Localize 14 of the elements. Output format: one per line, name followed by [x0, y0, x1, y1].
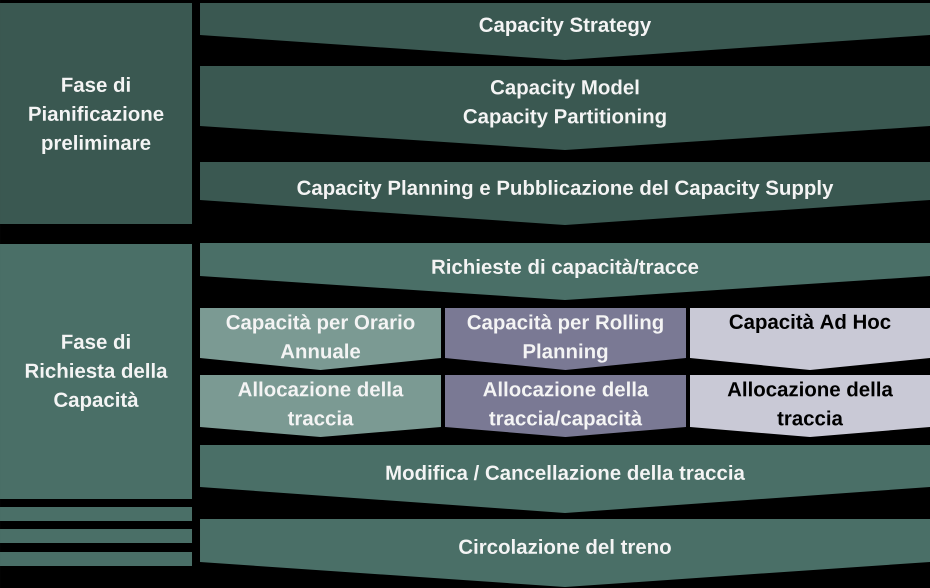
phase-box: Fase di Pianificazione preliminare: [0, 3, 192, 224]
stripe-bar: [0, 507, 192, 521]
chevron-band: Circolazione del treno: [200, 519, 930, 587]
chevron-band: Modifica / Cancellazione della traccia: [200, 445, 930, 513]
chevron-band: Capacity Planning e Pubblicazione del Capacity Supply: [200, 162, 930, 225]
chevron-band: Allocazione della traccia: [200, 375, 441, 437]
stripe-bar: [0, 529, 192, 543]
chevron-band: Allocazione della traccia/capacità: [445, 375, 686, 437]
chevron-band: Capacity Model Capacity Partitioning: [200, 66, 930, 150]
chevron-band: Allocazione della traccia: [690, 375, 930, 437]
phase-box: Fase di Richiesta della Capacità: [0, 244, 192, 499]
stripe-bar: [0, 552, 192, 566]
chevron-band: Richieste di capacità/tracce: [200, 243, 930, 300]
chevron-band: Capacity Strategy: [200, 3, 930, 60]
